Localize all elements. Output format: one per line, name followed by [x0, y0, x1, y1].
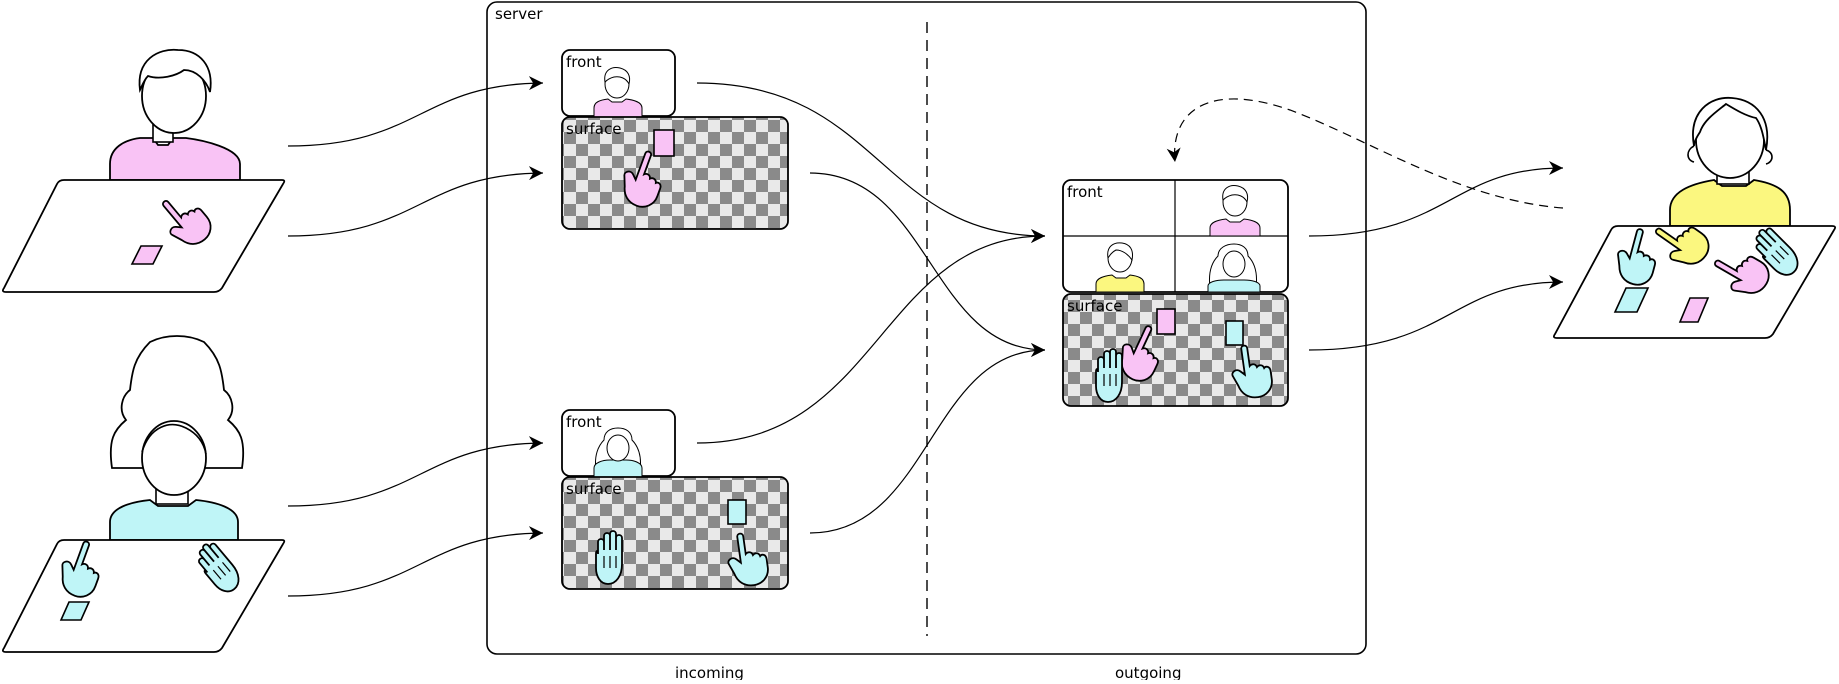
card-icon	[1156, 308, 1176, 335]
card-icon	[59, 601, 91, 621]
arrow-cyan-surface-in	[287, 526, 544, 597]
person-icon	[1095, 242, 1145, 293]
outgoing-label: outgoing	[1115, 664, 1181, 680]
person-icon	[109, 335, 245, 541]
arrow-front2-to-out	[696, 229, 1046, 444]
user-yellow	[1552, 97, 1837, 339]
person-icon	[1209, 185, 1261, 237]
front-panel: front	[561, 49, 676, 118]
surface-label: surface	[566, 480, 621, 498]
surface-label: surface	[566, 120, 621, 138]
front-panel: front	[1062, 179, 1289, 293]
arrow-surface-out	[1308, 275, 1564, 351]
card-icon	[1225, 320, 1244, 346]
open-hand-icon	[595, 530, 623, 585]
arrow-cyan-front-in	[287, 436, 544, 507]
arrow-surface1-to-out	[809, 172, 1046, 357]
incoming-stream-2: front surface	[561, 409, 789, 590]
card-icon	[1613, 287, 1650, 313]
front-label: front	[566, 413, 602, 431]
incoming-label: incoming	[675, 664, 744, 680]
card-icon	[727, 499, 747, 525]
person-icon	[109, 48, 241, 181]
arrow-front1-to-out	[696, 82, 1046, 243]
person-icon	[593, 427, 643, 478]
arrow-pink-front-in	[287, 76, 544, 147]
card-icon	[1678, 297, 1710, 323]
arrow-feedback	[1166, 98, 1564, 209]
arrow-pink-surface-in	[287, 166, 544, 237]
laptop-icon	[1, 539, 286, 653]
laptop-icon	[1, 179, 286, 293]
surface-panel: surface	[561, 476, 789, 590]
front-panel: front	[561, 409, 676, 478]
front-label: front	[566, 53, 602, 71]
person-icon	[593, 67, 643, 118]
surface-panel: surface	[1062, 293, 1289, 407]
card-icon	[130, 245, 164, 265]
user-cyan	[1, 335, 286, 653]
incoming-stream-1: front surface	[561, 49, 789, 230]
server-box: server	[486, 1, 1367, 655]
person-icon	[1207, 243, 1261, 293]
user-pink	[1, 48, 286, 293]
pointing-hand-icon	[1231, 344, 1273, 399]
stream-arrows	[287, 76, 1564, 597]
arrow-front-out	[1308, 161, 1564, 237]
outgoing-stream: front surface	[1062, 179, 1289, 407]
front-label: front	[1067, 183, 1103, 201]
arrow-surface2-to-out	[809, 343, 1046, 534]
surface-label: surface	[1067, 297, 1122, 315]
pointing-hand-icon	[727, 532, 769, 587]
surface-panel: surface	[561, 116, 789, 230]
open-hand-icon	[1095, 348, 1123, 403]
person-icon	[1669, 97, 1791, 227]
card-icon	[653, 129, 675, 157]
server-label: server	[495, 5, 543, 23]
